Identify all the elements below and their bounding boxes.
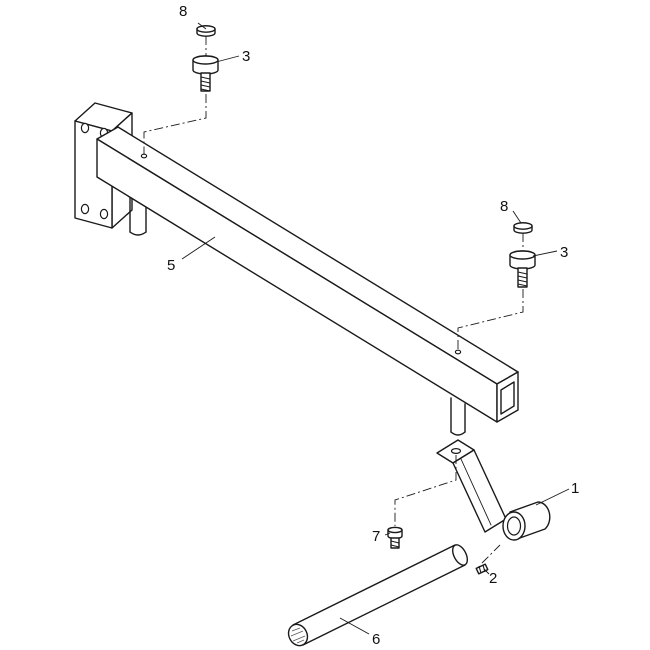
rear-mount-pin bbox=[129, 197, 147, 236]
callout-leaders bbox=[181, 22, 570, 635]
callout-5: 5 bbox=[167, 257, 175, 274]
rod-part-6 bbox=[287, 544, 469, 647]
rod-end-texture bbox=[290, 627, 306, 644]
callout-7: 7 bbox=[372, 528, 380, 545]
plate-hole bbox=[80, 122, 90, 134]
cap-part-8-rear bbox=[196, 25, 216, 37]
tube-top-hole bbox=[454, 349, 462, 355]
set-screw-part-2 bbox=[475, 563, 489, 575]
callout-1: 1 bbox=[571, 480, 579, 497]
callout-8-front: 8 bbox=[500, 198, 508, 215]
callout-6: 6 bbox=[372, 631, 380, 648]
callout-3-rear: 3 bbox=[242, 48, 250, 65]
assembly-lines bbox=[143, 36, 524, 564]
knob-screw-part-3-front bbox=[509, 250, 536, 288]
plate-hole bbox=[99, 208, 109, 220]
cap-part-8-front bbox=[513, 222, 533, 234]
callout-3-front: 3 bbox=[560, 244, 568, 261]
callout-2: 2 bbox=[489, 570, 497, 587]
flange-hole bbox=[450, 448, 462, 455]
bracket-arm-part-5 bbox=[74, 102, 519, 436]
bolt-part-7 bbox=[387, 526, 403, 549]
callout-labels: 8 3 8 3 5 1 7 2 6 bbox=[167, 3, 579, 648]
tube-top-hole bbox=[140, 153, 148, 159]
callout-8-rear: 8 bbox=[179, 3, 187, 20]
square-tube bbox=[96, 126, 519, 423]
plate-hole bbox=[80, 203, 90, 215]
front-mount-pin bbox=[450, 397, 466, 436]
holder-bracket-part-1 bbox=[436, 439, 551, 541]
knob-screw-part-3-rear bbox=[192, 55, 219, 92]
